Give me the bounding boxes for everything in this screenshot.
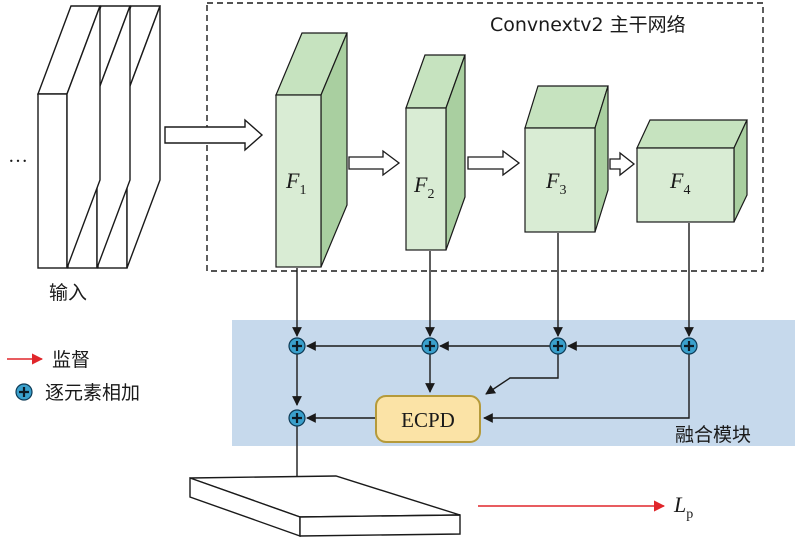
legend-supervision-label: 监督 xyxy=(52,349,90,371)
input-image-stack xyxy=(36,5,162,269)
feature-label-f2: F2 xyxy=(413,172,434,202)
feature-label-f3: F3 xyxy=(545,168,566,198)
fusion-module-background xyxy=(232,320,795,446)
legend-add-label: 逐元素相加 xyxy=(45,382,140,404)
f2-to-f3-arrow xyxy=(467,149,521,177)
legend-add-icon xyxy=(15,383,33,401)
add-node-1 xyxy=(288,337,306,355)
feature-cube-f3 xyxy=(524,85,609,233)
add-node-2 xyxy=(421,337,439,355)
input-label: 输入 xyxy=(49,282,87,304)
backbone-title: Convnextv2 主干网络 xyxy=(490,14,686,36)
add-node-5 xyxy=(288,409,306,427)
feature-label-f4: F4 xyxy=(669,168,690,198)
add-node-4 xyxy=(680,337,698,355)
input-ellipsis: … xyxy=(8,145,28,167)
input-to-backbone-arrow xyxy=(164,118,264,152)
f1-to-f2-arrow xyxy=(348,149,401,177)
add-node-3 xyxy=(549,337,567,355)
feature-cube-f1 xyxy=(275,32,348,268)
feature-label-f1: F1 xyxy=(285,168,306,198)
feature-cube-f2 xyxy=(405,54,466,251)
fusion-module-label: 融合模块 xyxy=(675,424,751,446)
output-plane xyxy=(189,475,461,537)
loss-label: Lp xyxy=(673,492,693,522)
f3-to-f4-arrow xyxy=(609,151,636,177)
feature-cube-f4 xyxy=(636,119,748,223)
ecpd-block xyxy=(375,395,481,443)
fusion-connections xyxy=(292,223,694,492)
ecpd-label: ECPD xyxy=(401,408,455,432)
